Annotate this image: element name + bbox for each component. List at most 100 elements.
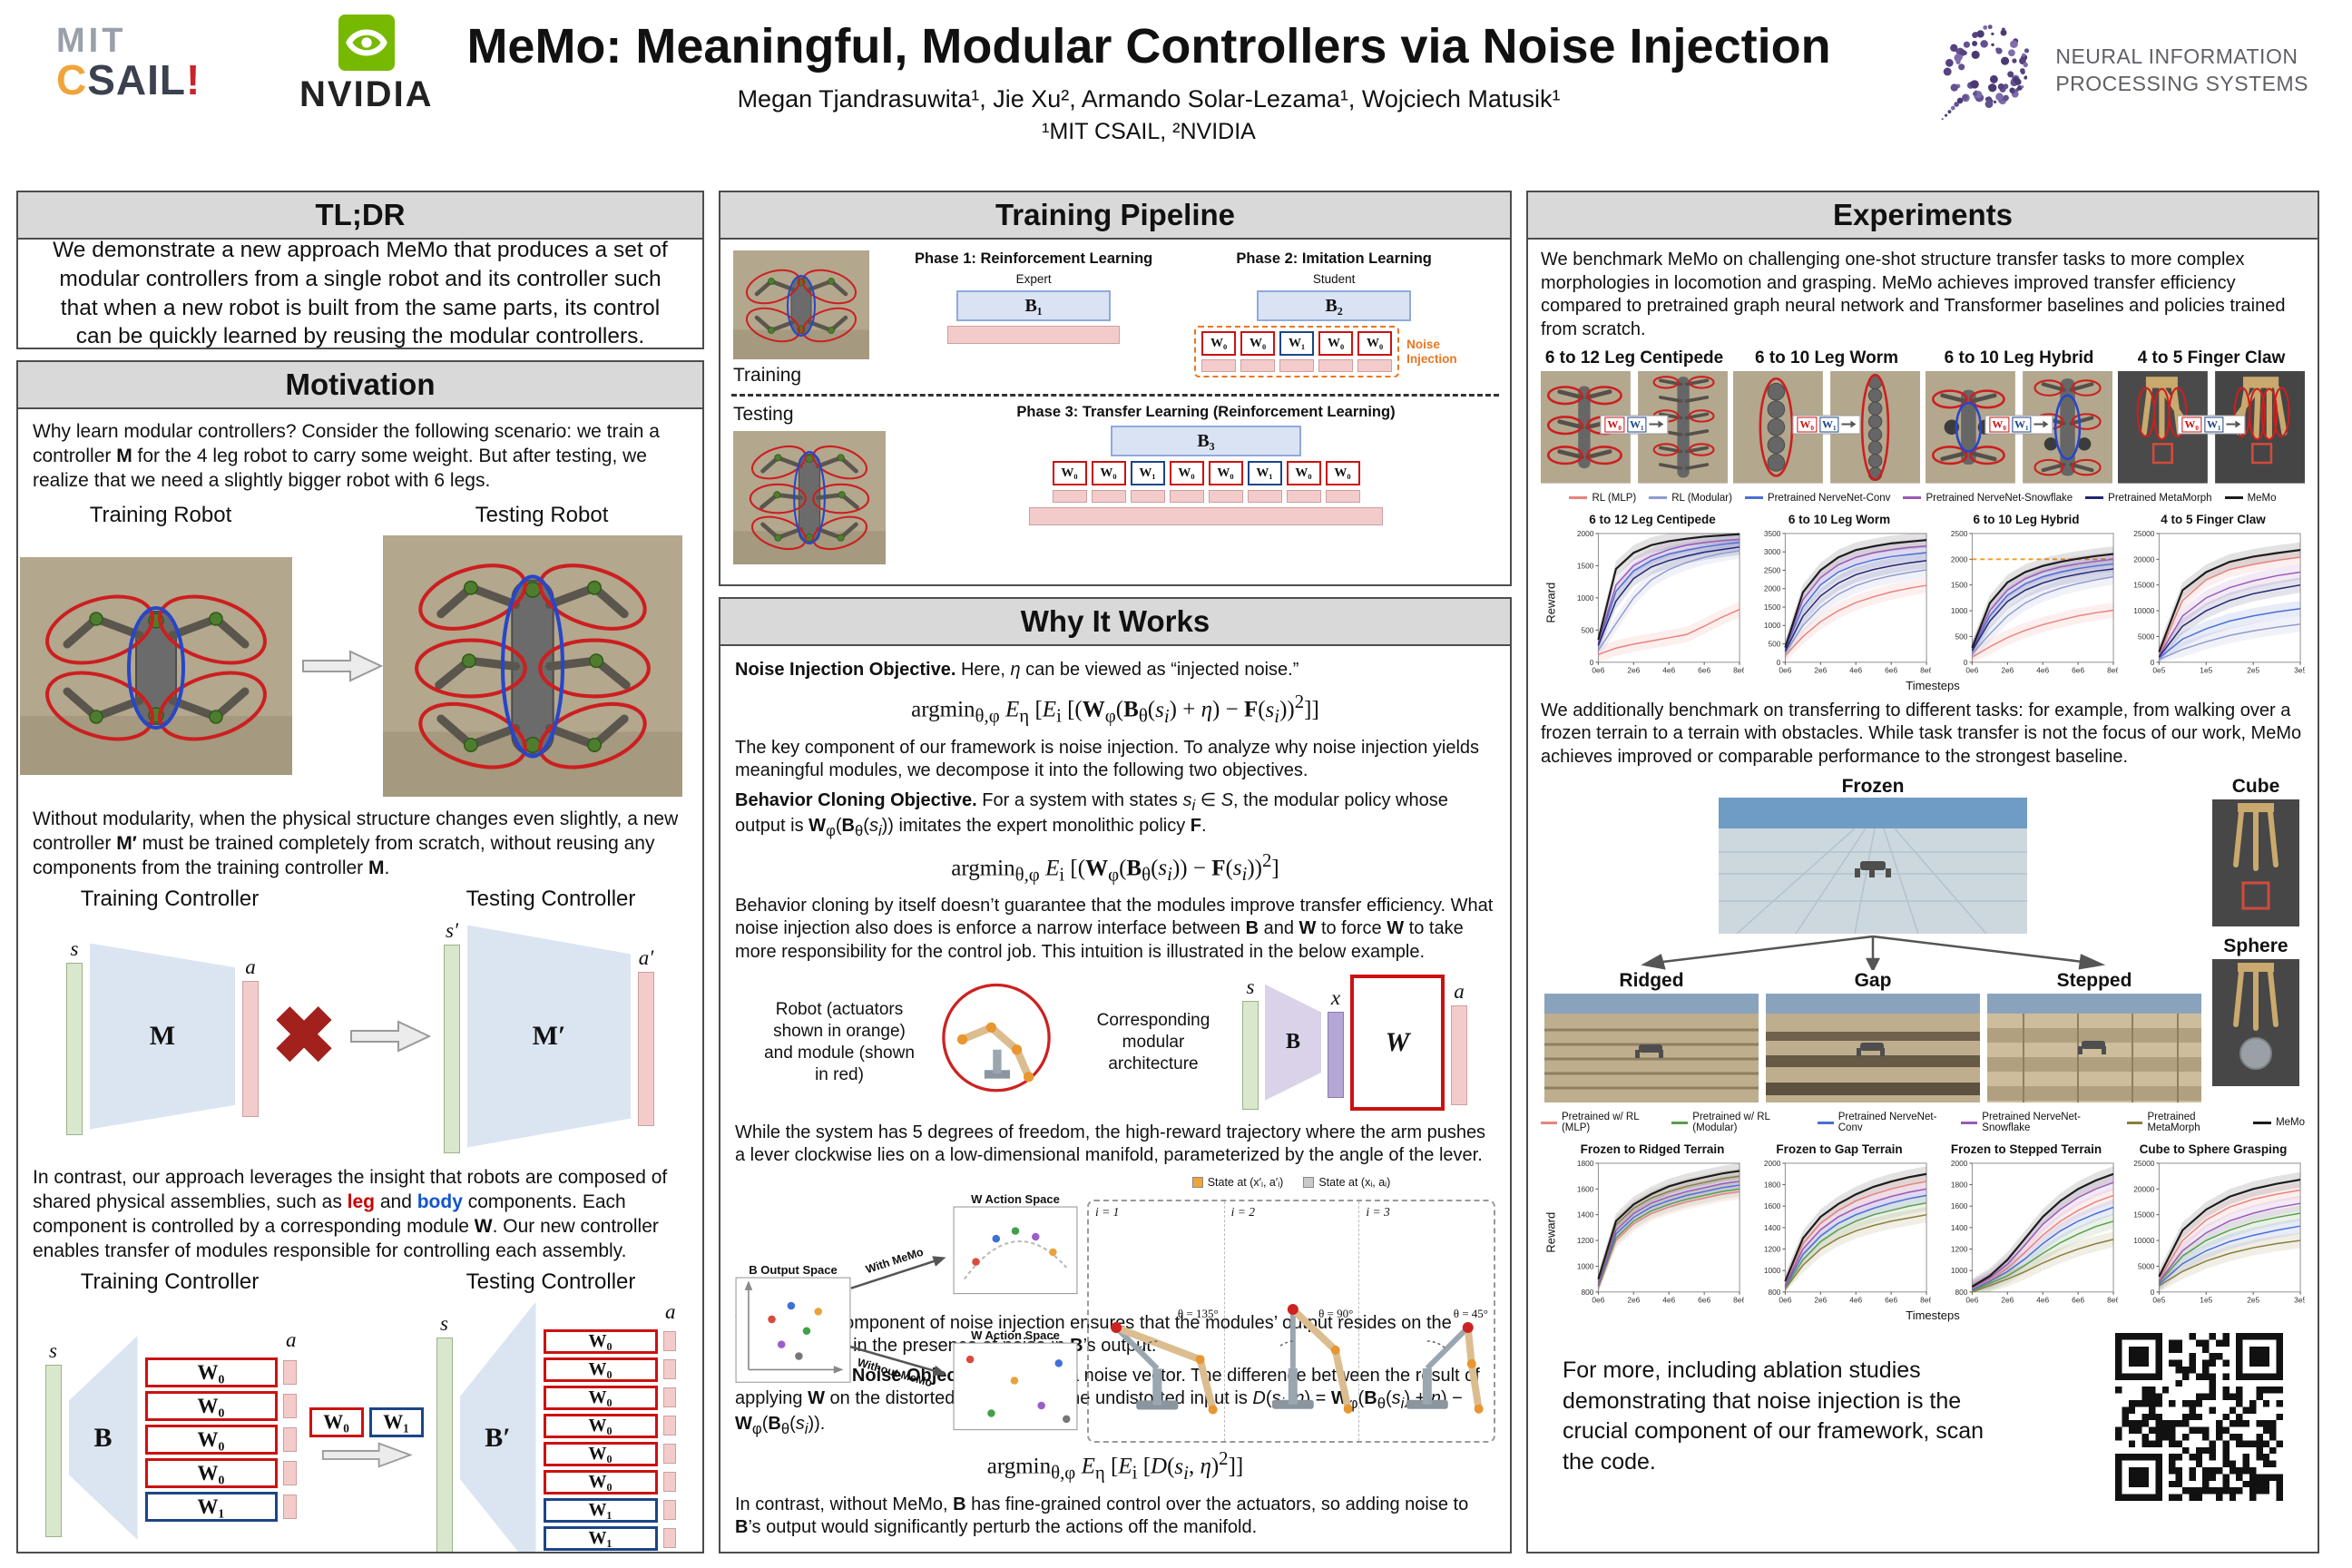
lever-panel-1: i = 1 θ = 135° <box>1089 1201 1224 1441</box>
action-bar <box>282 1461 297 1485</box>
training-robot-image <box>20 557 292 775</box>
robot-labels-row: Training Robot Testing Robot <box>33 503 688 528</box>
svg-text:0e6: 0e6 <box>1779 1296 1791 1305</box>
grasp-rail: Cube Sphere <box>2210 776 2301 1102</box>
legend-swatch <box>1961 1121 1978 1124</box>
nvidia-logo-text: NVIDIA <box>299 74 434 114</box>
legend-label: Pretrained NerveNet-Conv <box>1838 1112 1937 1134</box>
lever-arm-90 <box>1271 1304 1353 1414</box>
pipeline-training-robot-image <box>733 250 869 359</box>
legend-item: Pretrained MetaMorph <box>2085 493 2212 504</box>
svg-text:2000: 2000 <box>1577 529 1594 538</box>
nvidia-eye-icon <box>338 15 395 71</box>
svg-text:1400: 1400 <box>1764 1223 1781 1232</box>
svg-text:1000: 1000 <box>1577 593 1594 603</box>
module-box: W₀ <box>1318 331 1354 356</box>
module-box: W₀ <box>543 1441 658 1466</box>
legend-label: Pretrained w/ RL (MLP) <box>1561 1112 1640 1134</box>
arm-caption-left: Robot (actuators shown in orange) and mo… <box>764 1000 915 1084</box>
svg-text:800: 800 <box>1769 1288 1781 1297</box>
w-action-space-without: W Action Space <box>953 1328 1078 1431</box>
legend-item: RL (Modular) <box>1649 493 1732 504</box>
svg-text:500: 500 <box>1582 625 1594 634</box>
testing-robot-label: Testing Robot <box>475 502 609 527</box>
module-box: W₀ <box>1201 331 1237 356</box>
middle-column: Training Pipeline Training Phase 1: Rein… <box>719 191 1512 1553</box>
svg-text:2500: 2500 <box>1951 529 1968 538</box>
legend-swatch <box>2126 1121 2143 1124</box>
legend-item: Pretrained w/ RL (MLP) <box>1541 1112 1659 1133</box>
neurips-line1: NEURAL INFORMATION <box>2055 44 2298 69</box>
legend-item: MeMo <box>2253 1117 2305 1128</box>
svg-text:15000: 15000 <box>2133 581 2155 590</box>
legend-swatch <box>1649 496 1668 500</box>
svg-text:3500: 3500 <box>1764 529 1781 538</box>
svg-text:4e6: 4e6 <box>1849 666 1862 675</box>
without-memo-scatter <box>953 1342 1078 1431</box>
action-bar <box>241 981 259 1117</box>
legend-label: MeMo <box>2276 1117 2306 1129</box>
pipeline-section: Training Pipeline Training Phase 1: Rein… <box>719 191 1512 586</box>
module-box: W₁ <box>1247 461 1282 485</box>
legend-item: Pretrained NerveNet-Snowflake <box>1903 493 2073 504</box>
svg-text:25000: 25000 <box>2133 529 2155 538</box>
state-label: s′ <box>446 919 459 942</box>
module-box: W₀ <box>543 1385 658 1410</box>
chart-title: Frozen to Stepped Terrain <box>1950 1142 2102 1157</box>
module-box: W₀ <box>144 1458 278 1488</box>
boss-net-b2: B₂ <box>1257 290 1412 321</box>
neurips-line2: PROCESSING SYSTEMS <box>2055 72 2308 95</box>
authors: Megan Tjandrasuwita¹, Jie Xu², Armando S… <box>737 85 1561 113</box>
legend-swatch <box>1671 1121 1689 1124</box>
svg-text:6e6: 6e6 <box>2072 666 2084 675</box>
legend-swatch <box>2224 496 2243 500</box>
sphere-grasp-image <box>2212 959 2299 1087</box>
monolithic-transfer-diagram: s M a ✖ s′ M′ a′ <box>33 919 688 1153</box>
state-bar <box>44 1364 62 1537</box>
legend-label: Pretrained MetaMorph <box>2147 1112 2200 1134</box>
legend-label: MeMo <box>2247 492 2277 504</box>
state-label: s <box>1246 975 1255 998</box>
module-row: W₀ <box>543 1385 676 1410</box>
testing-mode-label: Testing <box>733 404 794 425</box>
testing-controller-m2: s′ M′ a′ <box>444 919 655 1153</box>
chart-title: Frozen to Ridged Terrain <box>1580 1142 1725 1157</box>
tldr-title: TL;DR <box>18 192 702 240</box>
module-box: W₀ <box>1357 331 1393 356</box>
chart-title: Cube to Sphere Grasping <box>2139 1142 2288 1157</box>
svg-text:0e5: 0e5 <box>2152 1296 2165 1305</box>
experiments-section: Experiments We benchmark MeMo on challen… <box>1526 191 2319 1553</box>
why-p1: The key component of our framework is no… <box>735 737 1480 780</box>
terrain-row: Ridged Gap <box>1544 970 2201 1103</box>
module-box: W₀ <box>1208 461 1243 485</box>
svg-text:8e6: 8e6 <box>1920 666 1931 675</box>
module-box: W₀ <box>1240 331 1276 356</box>
action-bar <box>1029 507 1383 525</box>
svg-text:4e6: 4e6 <box>2036 1296 2049 1305</box>
chart-title: 4 to 5 Finger Claw <box>2161 512 2266 526</box>
lever-panel-2: i = 2 θ = 90° <box>1223 1201 1359 1442</box>
state-label: s <box>49 1338 57 1362</box>
training-mode-label: Training <box>733 365 802 386</box>
robot-images-row <box>33 535 688 798</box>
title-block: MeMo: Meaningful, Modular Controllers vi… <box>454 18 1844 145</box>
svg-text:1200: 1200 <box>1764 1245 1781 1254</box>
pipeline-training-row: Training Phase 1: Reinforcement Learning… <box>731 247 1499 390</box>
action-bar <box>1201 359 1237 372</box>
svg-text:20000: 20000 <box>2133 1185 2155 1194</box>
svg-text:0: 0 <box>1777 658 1781 667</box>
svg-text:2e5: 2e5 <box>2247 1296 2259 1305</box>
pipeline-testing-row: Testing Phase 3: Transfer Learning (Rein… <box>731 400 1499 568</box>
testing-robot-image <box>383 535 682 798</box>
qr-text: For more, including ablation studies dem… <box>1563 1357 1984 1475</box>
